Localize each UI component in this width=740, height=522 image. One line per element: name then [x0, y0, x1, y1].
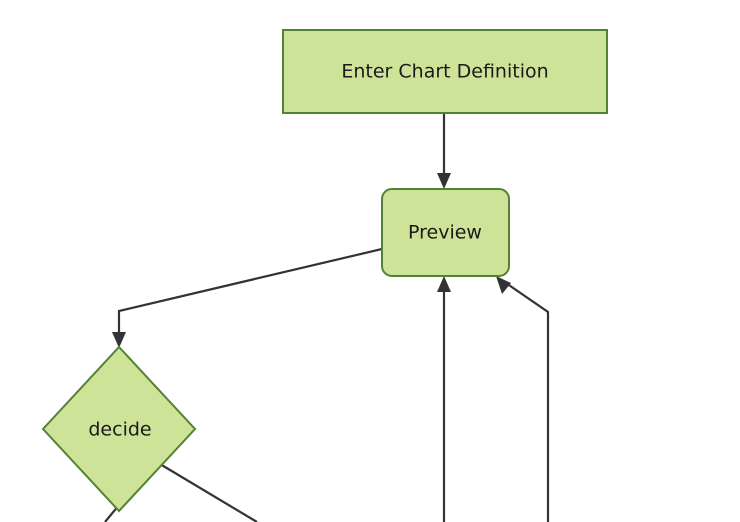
- edge-up-right-to-preview: [496, 276, 550, 522]
- arrowhead-icon: [112, 332, 126, 348]
- edge-line: [502, 280, 550, 522]
- node-preview-shape[interactable]: [381, 188, 510, 277]
- arrowhead-icon: [437, 173, 451, 189]
- edge-up-center-to-preview: [437, 276, 451, 522]
- arrowhead-icon: [437, 276, 451, 292]
- edge-decide-down-right: [159, 463, 258, 522]
- node-enter-chart-definition[interactable]: Enter Chart Definition: [282, 29, 608, 114]
- node-enter-chart-definition-shape[interactable]: [282, 29, 608, 114]
- edge-preview-to-decide: [112, 247, 383, 348]
- node-decide-label: decide: [88, 419, 151, 441]
- node-enter-chart-definition-label: Enter Chart Definition: [341, 61, 548, 83]
- arrowhead-icon: [496, 276, 511, 294]
- edge-line: [159, 463, 258, 522]
- edge-enter-to-preview: [437, 113, 451, 189]
- edge-line: [117, 247, 383, 339]
- node-preview-label: Preview: [408, 222, 482, 244]
- node-decide-shape[interactable]: [41, 345, 197, 513]
- node-decide[interactable]: decide: [41, 345, 197, 513]
- node-preview[interactable]: Preview: [381, 188, 510, 277]
